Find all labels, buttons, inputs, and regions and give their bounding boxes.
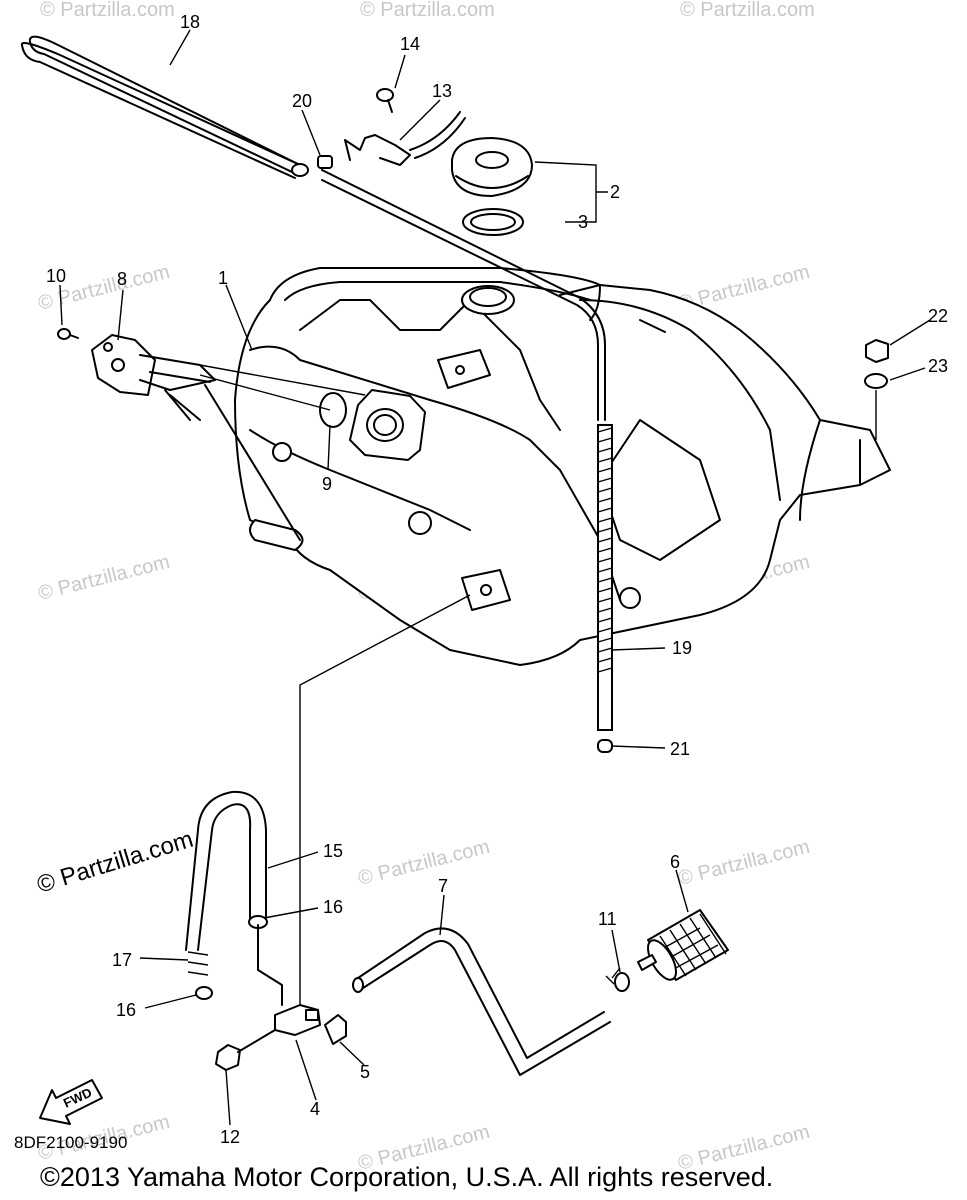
callout-12: 12 [220,1127,240,1147]
catalog-code: 8DF2100-9190 [14,1133,127,1152]
breather-hose [21,35,309,179]
hose-clip [317,155,333,169]
callout-19: 19 [672,638,692,658]
breather-fitting [344,111,466,166]
callout-11: 11 [598,909,617,929]
overflow-hose [187,951,213,1000]
fuel-petcock [257,924,321,1036]
callout-15: 15 [323,841,343,861]
callout-5: 5 [360,1062,370,1082]
callout-4: 4 [310,1099,320,1119]
assembly-lines [199,364,366,411]
watermark: © Partzilla.com [360,0,495,21]
watermark: © Partzilla.com [680,0,815,21]
callout-21: 21 [670,739,690,759]
copyright-notice: ©2013 Yamaha Motor Corporation, U.S.A. A… [40,1162,773,1192]
callout-10: 10 [46,266,66,286]
sender-gasket [319,392,347,428]
callout-14: 14 [400,34,420,54]
callout-20: 20 [292,91,312,111]
callout-18: 18 [180,12,200,32]
watermark: © Partzilla.com [36,551,172,605]
callout-leaders [59,29,931,1126]
callout-6: 6 [670,852,680,872]
cap-gasket [462,208,524,236]
watermark: © Partzilla.com [676,836,812,890]
callout-7: 7 [438,876,448,896]
petcock-hose [185,790,268,951]
vent-hose-cap [597,739,613,753]
callout-22: 22 [928,306,948,326]
petcock-assembly-line [299,594,471,1010]
screw [376,88,394,113]
watermark: © Partzilla.com [40,0,175,21]
callout-16-lower: 16 [116,1000,136,1020]
fuel-tank [234,267,891,666]
forward-arrow-icon: FWD [39,1079,103,1125]
callout-9: 9 [322,474,332,494]
callout-labels: 1 2 3 4 5 6 7 8 9 10 11 12 13 14 15 16 1… [46,12,948,1147]
vent-hose [321,169,613,731]
callout-23: 23 [928,356,948,376]
callout-bracket [534,161,608,223]
callout-2: 2 [610,182,620,202]
callout-8: 8 [117,269,127,289]
fuel-joint [324,1014,347,1045]
petcock-bolt [215,1029,276,1071]
callout-1: 1 [218,268,228,288]
mount-washer [864,373,888,389]
callout-3: 3 [578,212,588,232]
sender-screw [57,328,79,340]
fuel-hose [352,927,611,1076]
callout-17: 17 [112,950,132,970]
fuel-sender-plate [91,334,301,541]
fuel-filter [637,909,729,981]
fuel-cap [451,137,533,197]
filter-clip [605,967,630,992]
callout-16-upper: 16 [323,897,343,917]
mount-nut [865,339,889,363]
watermark: © Partzilla.com [356,836,492,890]
callout-13: 13 [432,81,452,101]
watermark-large: © Partzilla.com [34,826,197,899]
